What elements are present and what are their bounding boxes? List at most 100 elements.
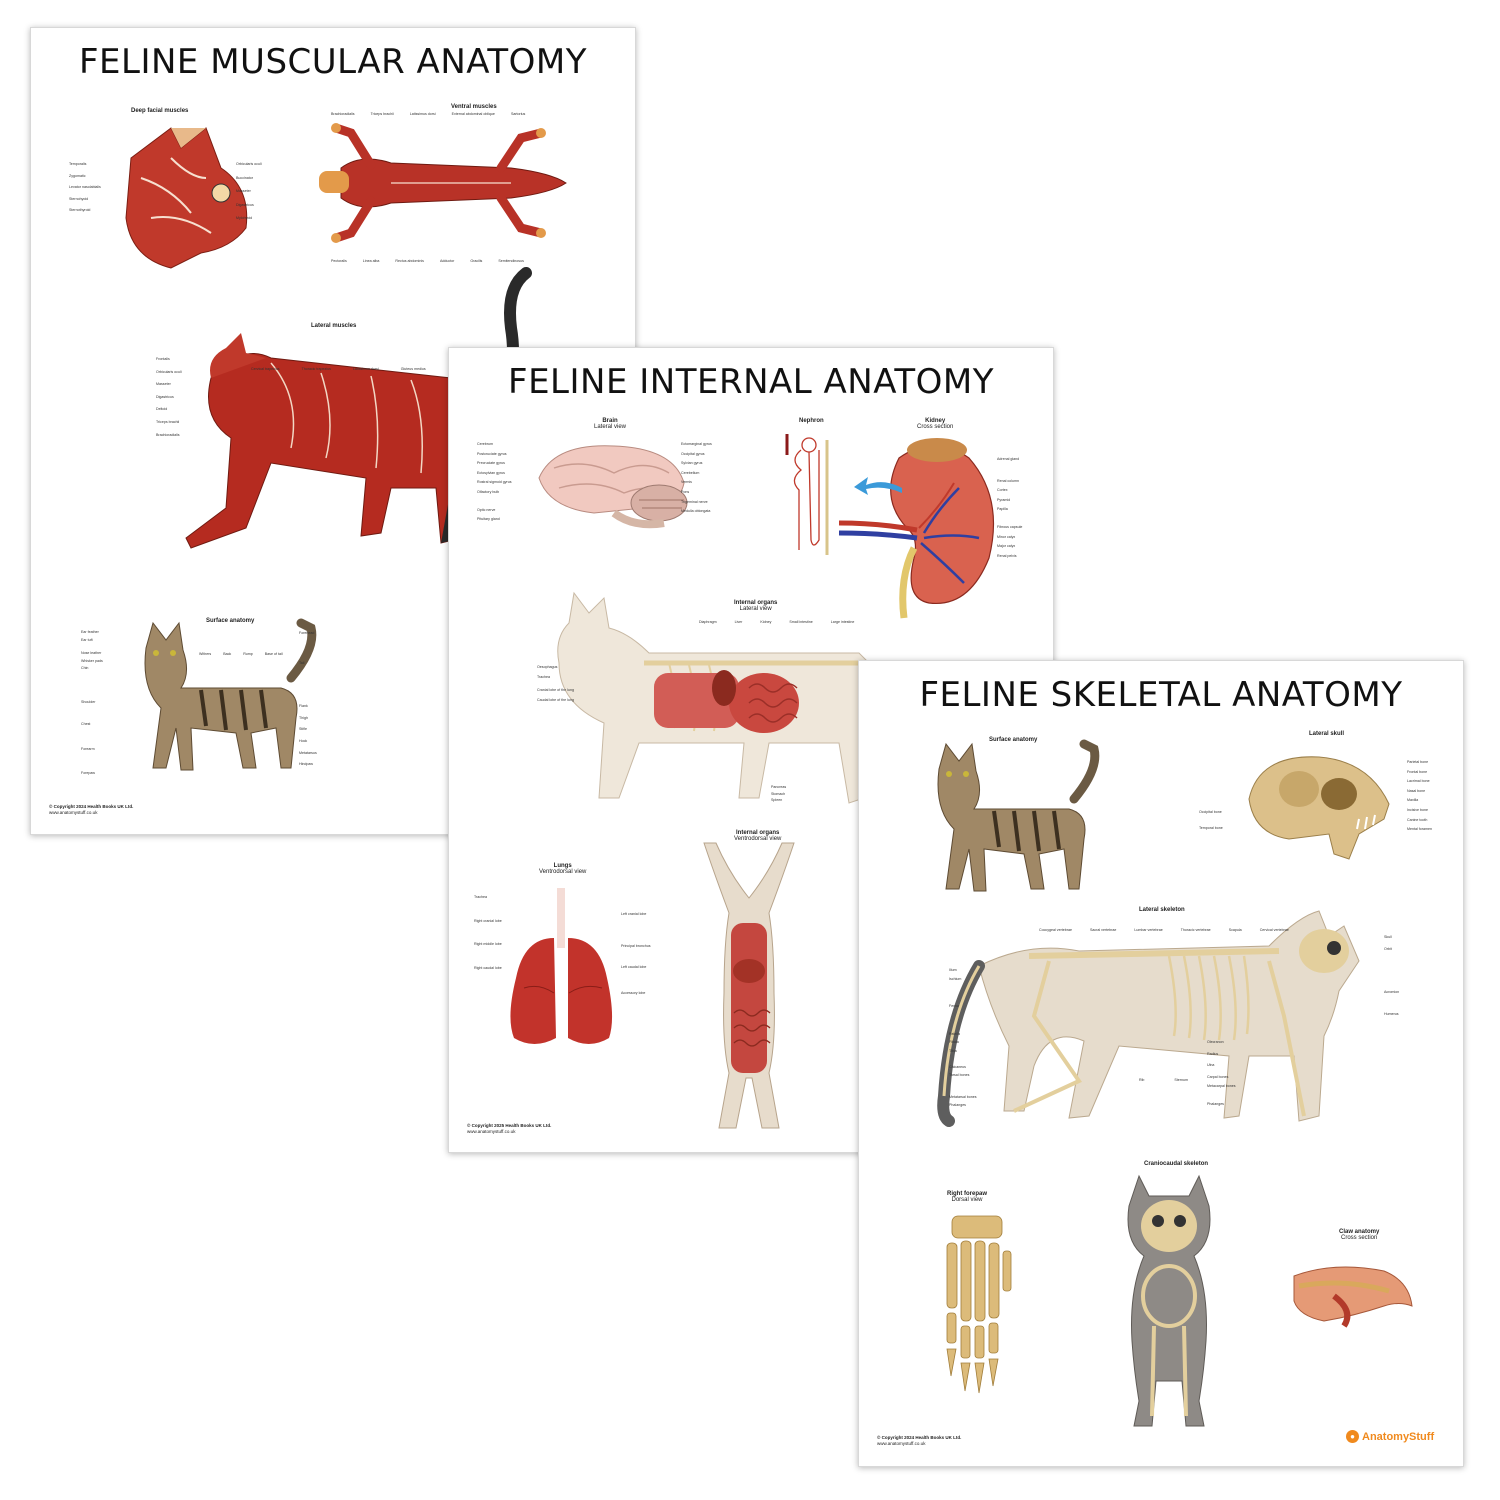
label: External abdominal oblique [451, 112, 495, 116]
label: Sternohyoid [69, 196, 89, 201]
poster-title-skeletal: FELINE SKELETAL ANATOMY [919, 675, 1403, 715]
label: Thoracic trapezius [301, 367, 331, 371]
label: Forepaw [81, 770, 95, 775]
label: Right cranial lobe [474, 918, 502, 923]
label: Skull [1384, 935, 1392, 939]
label: Thigh [299, 715, 308, 720]
label: Rump [243, 652, 253, 656]
label: Olecranon [1207, 1040, 1224, 1044]
brand-name: AnatomyStuff [1362, 1430, 1435, 1443]
caption-brain: Brain Lateral view [594, 418, 626, 430]
caption-claw: Claw anatomy Cross section [1339, 1229, 1379, 1241]
label: Metatarsal bones [949, 1094, 977, 1099]
label: Hindpaw [299, 762, 313, 767]
surface-cat-illustration-muscular [144, 618, 317, 771]
label: Left caudal lobe [621, 965, 647, 970]
forepaw-illustration [946, 1215, 1012, 1394]
label: Base of tail [264, 652, 283, 656]
label: Nose leather [81, 651, 102, 656]
label: Cervical vertebrae [1259, 928, 1289, 932]
skeleton-labels-bottom: Olecranon Radius Ulna Carpal bones Metac… [1207, 1040, 1257, 1107]
craniocaudal-illustration [1127, 1174, 1211, 1427]
organs-ventral-subtitle: Ventrodorsal view [734, 836, 782, 842]
label: Ilium [949, 968, 957, 972]
brain-labels-right: Ectomarginal gyrus Occipital gyrus Sylvi… [681, 442, 741, 514]
label: Large intestine [830, 620, 855, 624]
label: Caudal lobe of the lung [537, 697, 574, 702]
label: Metatarsus [299, 750, 317, 755]
website-text: www.anatomystuff.co.uk [49, 809, 98, 815]
caption-organs-lateral: Internal organs Lateral view [734, 600, 777, 612]
label: Minor calyx [997, 534, 1016, 539]
ventral-labels-bottom: Pectoralis Linea alba Rectus abdominis A… [331, 259, 524, 264]
claw-title: Claw anatomy [1339, 1229, 1380, 1235]
claw-subtitle: Cross section [1341, 1235, 1378, 1241]
label: Rectus abdominis [395, 259, 424, 263]
label: Occipital bone [1199, 810, 1222, 814]
label: Latissimus dorsi [409, 112, 436, 116]
label: Masseter [156, 382, 171, 387]
label: Pons [681, 489, 690, 494]
label: Humerus [1384, 1011, 1399, 1016]
label: Levator nasolabialis [69, 185, 101, 190]
copyright-muscular: © Copyright 2024 Health Books UK Ltd. ww… [49, 804, 133, 816]
brand-logo: ● AnatomyStuff [1346, 1430, 1434, 1443]
label: Orbicularis oculi [156, 369, 182, 374]
caption-skull: Lateral skull [1309, 731, 1345, 737]
facial-labels-right: Orbicularis oculi Buccinator Masseter Di… [236, 162, 296, 231]
label: Masseter [236, 189, 251, 194]
label: Orbicularis oculi [236, 162, 262, 166]
label: Scapula [1228, 928, 1242, 932]
label: Sartorius [510, 112, 526, 116]
claw-illustration [1293, 1266, 1413, 1328]
label: Carpal bones [1207, 1074, 1229, 1079]
label: Occipital gyrus [681, 451, 705, 456]
skull-labels-left: Occipital bone Temporal bone [1199, 810, 1239, 830]
label: Hock [299, 738, 308, 743]
label: Sylvian gyrus [681, 461, 703, 466]
label: Patella [949, 1031, 960, 1036]
label: Ear tuft [81, 637, 93, 642]
label: Deltoid [156, 407, 168, 412]
label: Stifle [299, 727, 307, 732]
label: Triceps brachii [156, 419, 180, 424]
label: Tail [299, 660, 305, 665]
organs-ventral-illustration [703, 842, 795, 1129]
label: Digastricus [156, 394, 174, 399]
lungs-title: Lungs [553, 863, 572, 869]
label: Accessory lobe [621, 990, 646, 995]
label: Sternum [1174, 1078, 1188, 1082]
label: Left cranial lobe [621, 912, 647, 916]
label: Maxilla [1407, 798, 1419, 803]
label: Adductor [439, 259, 455, 263]
lateral-labels-top: Cervical trapezius Thoracic trapezius La… [251, 367, 426, 372]
label: Oesophagus [537, 665, 558, 669]
label: Diaphragm [699, 620, 717, 624]
website-text: www.anatomystuff.co.uk [877, 1440, 926, 1446]
label: Metacarpal bones [1207, 1084, 1236, 1089]
caption-deep-facial: Deep facial muscles [131, 108, 189, 114]
label: Major calyx [997, 544, 1016, 549]
label: Forehead [299, 631, 315, 635]
caption-surface-skeletal: Surface anatomy [989, 737, 1038, 743]
label: Stomach [771, 791, 786, 796]
surface-labels-top: Withers Back Rump Base of tail [199, 652, 283, 657]
skeleton-labels-right: Skull Orbit Acromion Humerus [1384, 935, 1434, 1016]
surface-cat-illustration-skeletal [937, 739, 1100, 892]
caption-nephron: Nephron [799, 418, 824, 424]
caption-kidney: Kidney Cross section [917, 418, 953, 430]
label: Lumbar vertebrae [1134, 928, 1163, 932]
caption-ventral: Ventral muscles [451, 104, 497, 110]
kidney-labels-right: Adrenal gland Renal column Cortex Pyrami… [997, 457, 1047, 558]
label: Digastricus [236, 202, 254, 207]
label: Trachea [474, 895, 488, 899]
label: Buccinator [236, 175, 253, 180]
label: Trigeminal nerve [681, 499, 708, 504]
label: Gluteus medius [400, 367, 426, 371]
label: Thoracic vertebrae [1180, 928, 1211, 932]
label: Sacral vertebrae [1089, 928, 1117, 932]
label: Zygomatic [69, 173, 86, 178]
copyright-text: © Copyright 2025 Health Books UK Ltd. [467, 1123, 552, 1128]
label: Medulla oblongata [681, 509, 711, 514]
label: Flank [299, 704, 308, 709]
